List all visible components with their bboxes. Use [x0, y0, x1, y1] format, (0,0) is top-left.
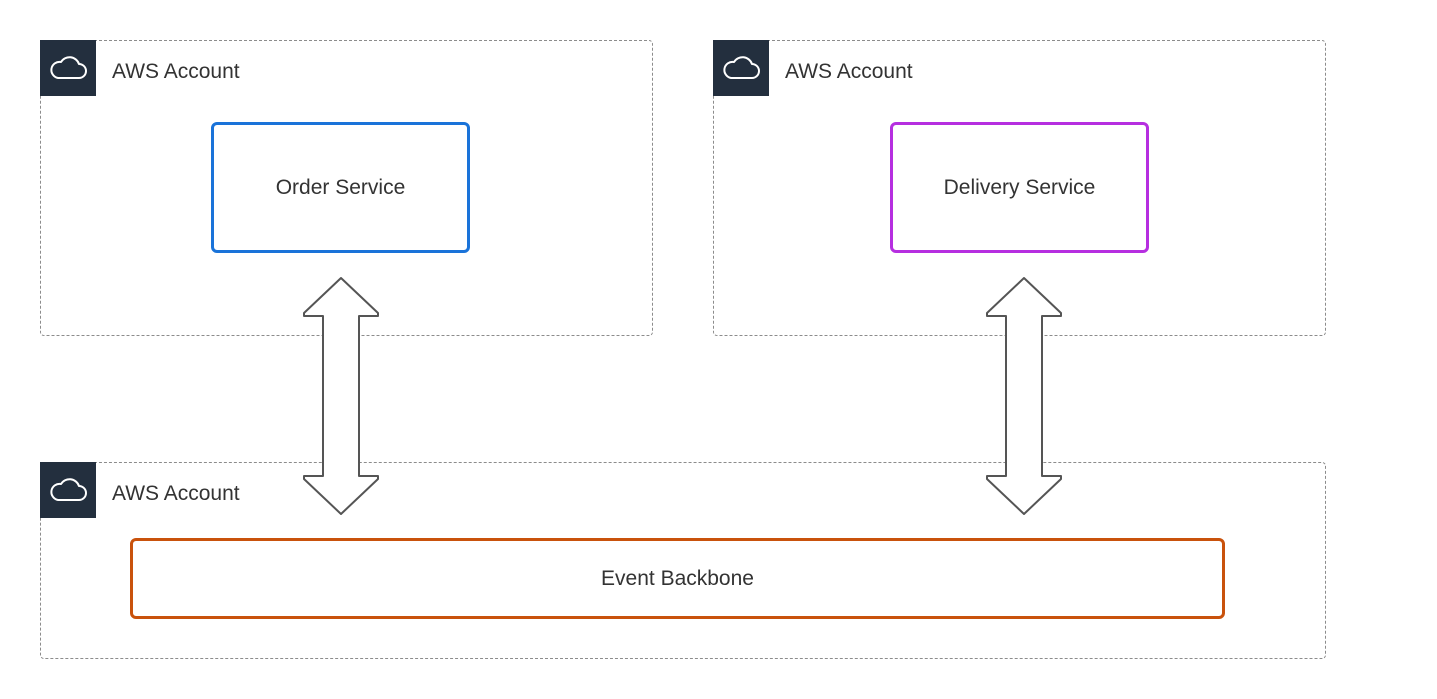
- aws-account-backbone-group: AWS Account: [40, 462, 1326, 659]
- aws-account-delivery-group: AWS Account: [713, 40, 1326, 336]
- delivery-service-label: Delivery Service: [943, 175, 1096, 199]
- delivery-service-box[interactable]: Delivery Service: [890, 122, 1149, 253]
- account-label: AWS Account: [785, 60, 913, 83]
- event-backbone-box[interactable]: Event Backbone: [130, 538, 1225, 619]
- cloud-icon: [40, 462, 96, 518]
- order-service-label: Order Service: [275, 175, 406, 199]
- event-backbone-label: Event Backbone: [601, 566, 754, 590]
- account-label: AWS Account: [112, 482, 240, 505]
- delivery-backbone-double-arrow[interactable]: [984, 276, 1064, 516]
- cloud-icon: [40, 40, 96, 96]
- account-label: AWS Account: [112, 60, 240, 83]
- order-service-box[interactable]: Order Service: [211, 122, 470, 253]
- order-backbone-double-arrow[interactable]: [301, 276, 381, 516]
- cloud-icon: [713, 40, 769, 96]
